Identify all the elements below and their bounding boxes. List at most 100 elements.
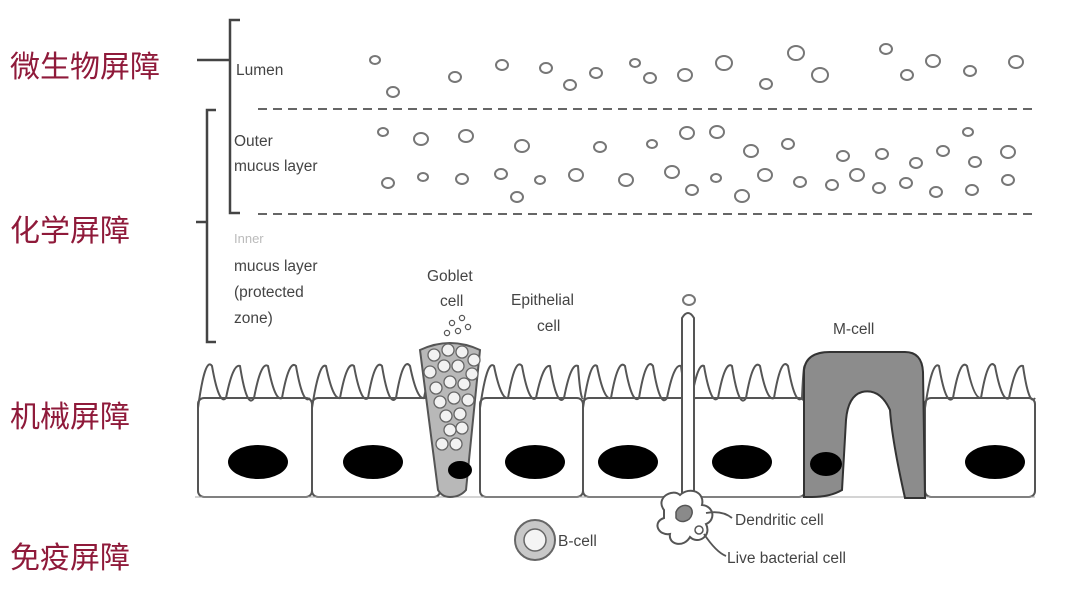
bacterium	[679, 126, 695, 140]
bacterium	[682, 294, 696, 306]
m-cell-nucleus	[810, 452, 842, 476]
epithelium-group	[195, 312, 1036, 499]
bacterium	[1000, 145, 1016, 159]
bacterium	[369, 55, 381, 65]
bacterium	[968, 156, 982, 168]
bacterium	[495, 59, 509, 71]
mucin-granule	[423, 365, 437, 379]
bacterium	[743, 144, 759, 158]
nucleus	[598, 445, 658, 479]
epithelial-cell-1	[197, 363, 313, 498]
mucin-granule	[455, 345, 469, 359]
bacterium	[1008, 55, 1024, 69]
bacterium	[759, 78, 773, 90]
bacterium	[381, 177, 395, 189]
bacterium	[563, 79, 577, 91]
bacterium	[629, 58, 641, 68]
mucin-granule	[433, 395, 447, 409]
bacterium	[781, 138, 795, 150]
bacterium	[787, 45, 805, 61]
epithelial-cell-5	[689, 363, 806, 498]
dendritic-cell-nucleus	[675, 504, 693, 523]
mucin-granule	[467, 353, 481, 367]
microvilli	[582, 363, 691, 409]
microvilli	[924, 363, 1036, 409]
inner-mucus-label-3: (protected	[234, 284, 304, 301]
bacterium	[386, 86, 400, 98]
epithelial-label-1: Epithelial	[511, 292, 574, 309]
bacterium	[793, 176, 807, 188]
bacterium	[879, 43, 893, 55]
chemical-barrier-label: 化学屏障	[10, 214, 130, 249]
mucin-granule	[455, 421, 469, 435]
mucin-granule	[457, 377, 471, 391]
bacterium	[664, 165, 680, 179]
bacterium	[709, 125, 725, 139]
live-bacteria-pointer	[703, 533, 727, 557]
m-cell	[803, 351, 927, 499]
bacterium	[757, 168, 773, 182]
mucin-granule	[443, 423, 457, 437]
bacterium	[448, 71, 462, 83]
bacterium	[875, 148, 889, 160]
secreted-mucin	[443, 329, 451, 337]
bacterium	[618, 173, 634, 187]
dendritic-extension	[681, 312, 695, 497]
immune-barrier-label: 免疫屏障	[10, 541, 130, 576]
b-cell	[514, 519, 556, 561]
bacterium	[965, 184, 979, 196]
bacterium	[900, 69, 914, 81]
bacterium	[589, 67, 603, 79]
mucin-granule	[439, 409, 453, 423]
epithelial-cell-3	[479, 363, 584, 498]
phagocytosed-bacterium	[694, 525, 704, 535]
bacterium	[1001, 174, 1015, 186]
live-bacterial-cell-label: Live bacterial cell	[727, 550, 846, 567]
m-cell-label: M-cell	[833, 321, 874, 338]
microvilli	[197, 363, 311, 409]
bacterium	[685, 184, 699, 196]
bacterium	[458, 129, 474, 143]
m-cell-body	[803, 351, 927, 499]
dendritic-cell	[656, 489, 714, 545]
mechanical-barrier-label: 机械屏障	[10, 400, 130, 435]
mucin-granule	[447, 391, 461, 405]
bacterium	[849, 168, 865, 182]
goblet-label-1: Goblet	[427, 268, 473, 285]
lumen-bracket	[228, 18, 240, 215]
bacterium	[963, 65, 977, 77]
bacterium	[646, 139, 658, 149]
bacterium	[909, 157, 923, 169]
epithelial-cell-4	[582, 363, 691, 498]
mucin-granule	[451, 359, 465, 373]
epithelial-cell-6	[924, 363, 1036, 498]
dendritic-pointer	[705, 511, 733, 519]
epithelial-label-2: cell	[537, 318, 560, 335]
nucleus	[712, 445, 772, 479]
mucin-granule	[443, 375, 457, 389]
nucleus	[965, 445, 1025, 479]
bacterium	[677, 68, 693, 82]
secreted-mucin	[454, 327, 462, 335]
mucin-granule	[427, 348, 441, 362]
bacterium	[455, 173, 469, 185]
mucin-granule	[449, 437, 463, 451]
inner-mucus-label-1: Inner	[234, 231, 264, 246]
epithelial-cell-2	[311, 363, 441, 498]
bacteria-group	[369, 43, 1024, 306]
dendritic-cell-label: Dendritic cell	[735, 512, 824, 529]
secreted-mucin	[448, 319, 456, 327]
bacterium	[962, 127, 974, 137]
bacterium	[734, 189, 750, 203]
bacterium	[514, 139, 530, 153]
mucin-granule	[461, 393, 475, 407]
bacterium	[925, 54, 941, 68]
lumen-label: Lumen	[236, 62, 283, 79]
mucus-bracket	[205, 108, 216, 344]
bacterium	[417, 172, 429, 182]
microvilli	[479, 363, 584, 409]
bacterium	[643, 72, 657, 84]
bacterium	[510, 191, 524, 203]
microvilli	[311, 363, 439, 409]
